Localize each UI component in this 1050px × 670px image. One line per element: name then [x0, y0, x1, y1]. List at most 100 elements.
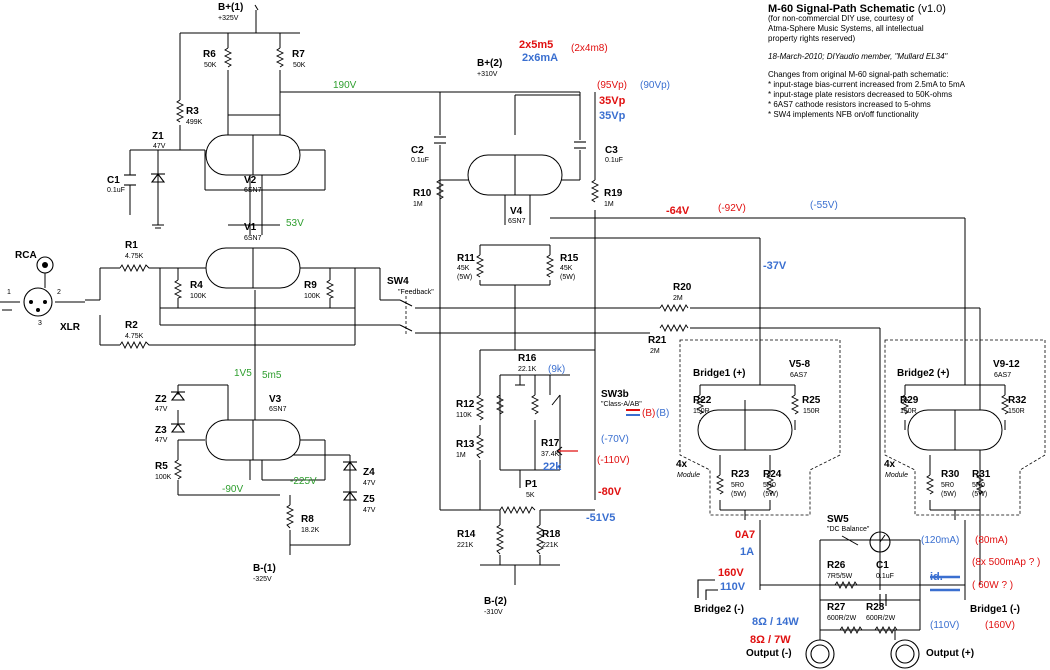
v-b-red: (B): [642, 408, 655, 419]
c1b-value: 0.1uF: [876, 573, 894, 580]
r6-label: R6: [203, 49, 216, 60]
c1-label: C1: [107, 175, 120, 186]
v-2x6ma: 2x6mA: [522, 52, 558, 64]
v-120ma: (120mA): [921, 535, 959, 546]
r8-label: R8: [301, 514, 314, 525]
r29-value: 150R: [900, 408, 917, 415]
r11-value: 45K: [457, 265, 470, 272]
r26-label: R26: [827, 560, 846, 571]
v-1a: 1A: [740, 546, 754, 558]
xlr-label: XLR: [60, 322, 81, 333]
r29-label: R29: [900, 395, 919, 406]
v3-label: V3: [269, 394, 282, 405]
r7-value: 50K: [293, 62, 306, 69]
z5-label: Z5: [363, 494, 375, 505]
sw4-type: "Feedback": [398, 289, 434, 296]
r12-value: 110K: [456, 412, 472, 419]
output-plus-terminal-icon: [890, 639, 920, 669]
v3-type: 6SN7: [269, 406, 287, 413]
module2-label: Module: [885, 472, 908, 479]
c1-value: 0.1uF: [107, 187, 125, 194]
r9-value: 100K: [304, 293, 321, 300]
r2-value: 4.75K: [125, 333, 144, 340]
r10-value: 1M: [413, 201, 423, 208]
sw5-type: "DC Balance": [827, 526, 870, 533]
v-m70: (-70V): [601, 434, 629, 445]
bminus2-label: B-(2): [484, 596, 507, 607]
module1-label: Module: [677, 472, 700, 479]
r5-value: 100K: [155, 474, 172, 481]
bridge2-arrow-blue: [705, 589, 718, 600]
sw3b-type: "Class-A/AB": [601, 401, 642, 408]
r15-value: 45K: [560, 265, 573, 272]
r10-label: R10: [413, 188, 432, 199]
v-90vp: (90Vp): [640, 80, 670, 91]
r4-label: R4: [190, 280, 203, 291]
r18-value: 221K: [542, 542, 559, 549]
v-m37: -37V: [763, 260, 787, 272]
rca-label: RCA: [15, 250, 37, 261]
v-2x5m5: 2x5m5: [519, 39, 553, 51]
r24-value: 5R0: [763, 482, 776, 489]
module-box-1: [679, 339, 841, 516]
v4-type: 6SN7: [508, 218, 526, 225]
bridge2-minus-label: Bridge2 (-): [694, 604, 744, 615]
v-110: 110V: [720, 581, 746, 593]
r22-label: R22: [693, 395, 712, 406]
r15-label: R15: [560, 253, 579, 264]
z3-label: Z3: [155, 425, 167, 436]
v4-label: V4: [510, 206, 523, 217]
bminus1-label: B-(1): [253, 563, 276, 574]
r5-label: R5: [155, 461, 168, 472]
z1-label: Z1: [152, 131, 164, 142]
v-8x500: (8x 500mAp ? ): [972, 557, 1040, 568]
xlr-connector-icon: [23, 287, 53, 317]
capacitors: [124, 136, 887, 606]
r18-label: R18: [542, 529, 561, 540]
z4-value: 47V: [363, 480, 376, 487]
v-60w: ( 60W ? ): [972, 580, 1013, 591]
r32-label: R32: [1008, 395, 1027, 406]
v-160b: (160V): [985, 620, 1015, 631]
xlr-pin3: 3: [38, 320, 42, 327]
r28-label: R28: [866, 602, 885, 613]
r31-label: R31: [972, 469, 991, 480]
r9-label: R9: [304, 280, 317, 291]
v-5m5: 5m5: [262, 370, 282, 381]
v-8ohm-14w: 8Ω / 14W: [752, 616, 799, 628]
zener-diodes: [150, 173, 358, 501]
xlr-pin1: 1: [7, 289, 11, 296]
r24-label: R24: [763, 469, 782, 480]
z1-value: 47V: [153, 143, 166, 150]
bridge2-plus-label: Bridge2 (+): [897, 368, 950, 379]
r30-label: R30: [941, 469, 960, 480]
r26-value: 7R5/5W: [827, 573, 853, 580]
license-line-3: property rights reserved): [768, 34, 856, 43]
r7-label: R7: [292, 49, 305, 60]
r17-arrow-head-icon: [556, 446, 563, 456]
module2-count: 4x: [884, 459, 896, 470]
v-2x4m8: (2x4m8): [571, 43, 608, 54]
v-m64: -64V: [666, 205, 690, 217]
r25-value: 150R: [803, 408, 820, 415]
v-110b: (110V): [930, 620, 959, 631]
p1-label: P1: [525, 479, 538, 490]
r20-label: R20: [673, 282, 692, 293]
v-22k: 22k: [543, 461, 562, 473]
author-line: 18-March-2010; DIYaudio member, "Mullard…: [768, 52, 948, 61]
license-line-1: (for non-commercial DIY use, courtesy of: [768, 14, 914, 23]
r21-value: 2M: [650, 348, 660, 355]
r1-value: 4.75K: [125, 253, 144, 260]
changes-title: Changes from original M-60 signal-path s…: [768, 70, 949, 79]
r22-value: 150R: [693, 408, 710, 415]
p1-value: 5K: [526, 492, 535, 499]
r23-label: R23: [731, 469, 750, 480]
v-m92: (-92V): [718, 203, 746, 214]
bminus2-voltage: -310V: [484, 609, 503, 616]
r30-watt: (5W): [941, 491, 956, 498]
v-160: 160V: [718, 567, 744, 579]
r14-value: 221K: [457, 542, 474, 549]
r23-watt: (5W): [731, 491, 746, 498]
v-1v5: 1V5: [234, 368, 252, 379]
